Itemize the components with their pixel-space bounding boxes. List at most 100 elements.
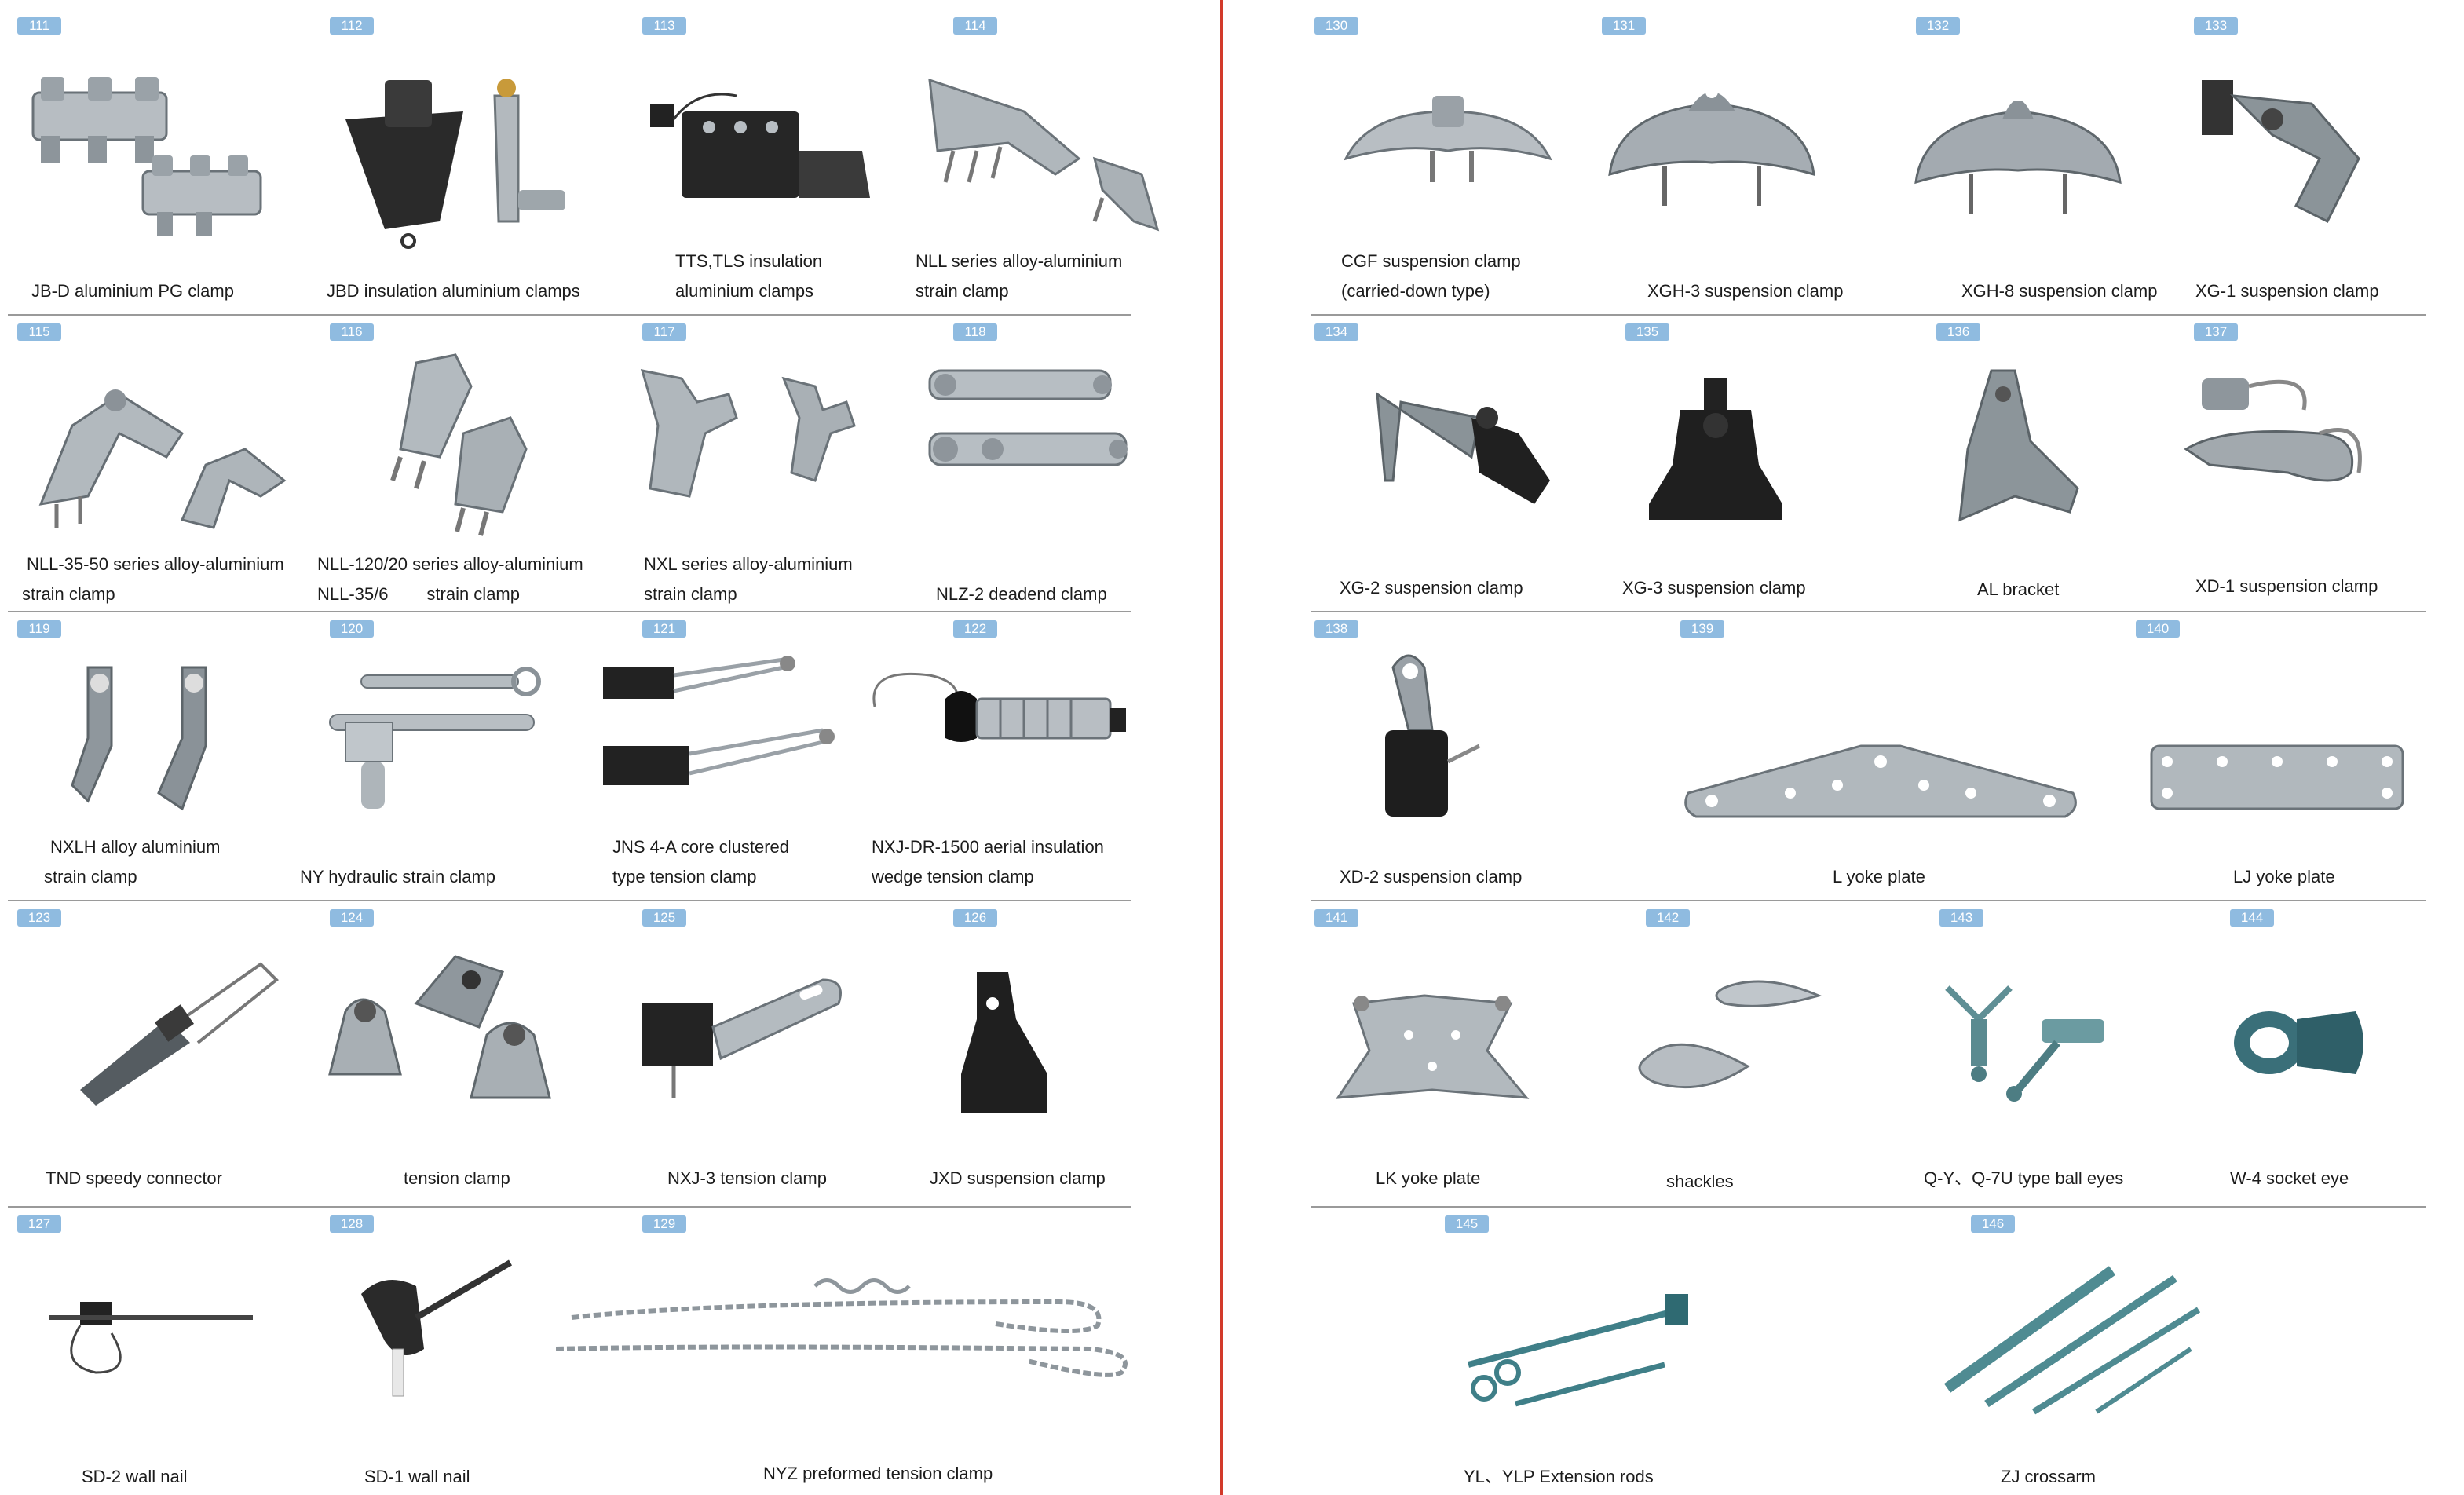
nxj-3-clamp-image bbox=[627, 964, 862, 1121]
sd-2-wall-nail-image bbox=[49, 1263, 269, 1388]
item-number-badge: 137 bbox=[2194, 323, 2238, 341]
tts-clamp-image bbox=[642, 64, 894, 245]
nlz-clamp-image bbox=[914, 347, 1150, 520]
xd-1-clamp-image bbox=[2178, 363, 2382, 504]
nxj-dr-clamp-image bbox=[859, 652, 1142, 793]
item-caption: NXJ-DR-1500 aerial insulation wedge tens… bbox=[872, 837, 1104, 886]
xg-1-clamp-image bbox=[2194, 64, 2382, 237]
zj-crossarm-image bbox=[1939, 1263, 2206, 1420]
item-number-badge: 132 bbox=[1916, 17, 1960, 35]
ny-clamp-image bbox=[314, 660, 565, 817]
item-number-badge: 139 bbox=[1680, 620, 1724, 638]
item-number-badge: 122 bbox=[953, 620, 997, 638]
item-caption: JXD suspension clamp bbox=[930, 1168, 1106, 1188]
item-number-badge: 120 bbox=[330, 620, 374, 638]
xgh-3-clamp-image bbox=[1602, 64, 1822, 221]
item-caption: NLL series alloy-aluminium strain clamp bbox=[916, 251, 1123, 301]
item-caption: XG-1 suspension clamp bbox=[2195, 281, 2379, 301]
tnd-connector-image bbox=[64, 949, 284, 1106]
insulation-clamp-image bbox=[330, 64, 581, 261]
item-number-badge: 113 bbox=[642, 17, 686, 35]
item-caption: SD-2 wall nail bbox=[82, 1467, 188, 1486]
sd-1-wall-nail-image bbox=[353, 1247, 542, 1404]
lk-yoke-plate-image bbox=[1330, 988, 1534, 1113]
nxl-clamp-image bbox=[611, 355, 878, 535]
item-caption: TTS,TLS insulation aluminium clamps bbox=[675, 251, 823, 301]
item-number-badge: 129 bbox=[642, 1215, 686, 1233]
item-caption: Q-Y、Q-7U type ball eyes bbox=[1924, 1168, 2124, 1188]
item-caption: tension clamp bbox=[404, 1168, 510, 1188]
item-caption: SD-1 wall nail bbox=[364, 1467, 470, 1486]
item-number-badge: 131 bbox=[1602, 17, 1646, 35]
item-caption: shackles bbox=[1666, 1172, 1734, 1191]
nll-clamp-image bbox=[906, 64, 1173, 245]
item-caption: ZJ crossarm bbox=[2001, 1467, 2096, 1486]
tension-clamp-image bbox=[314, 941, 565, 1113]
row-divider bbox=[8, 314, 1131, 316]
item-caption: LK yoke plate bbox=[1376, 1168, 1481, 1188]
item-caption: TND speedy connector bbox=[46, 1168, 222, 1188]
item-caption: XD-2 suspension clamp bbox=[1340, 867, 1523, 886]
jns-clamp-image bbox=[595, 636, 846, 809]
item-number-badge: 141 bbox=[1314, 909, 1358, 927]
item-caption: NLZ-2 deadend clamp bbox=[936, 584, 1107, 604]
socket-eye-image bbox=[2222, 980, 2379, 1106]
item-caption: AL bracket bbox=[1977, 579, 2060, 599]
item-caption: JB-D aluminium PG clamp bbox=[31, 281, 234, 301]
item-caption: NYZ preformed tension clamp bbox=[763, 1464, 993, 1483]
item-number-badge: 130 bbox=[1314, 17, 1358, 35]
item-caption: XG-2 suspension clamp bbox=[1340, 578, 1523, 598]
item-number-badge: 133 bbox=[2194, 17, 2238, 35]
item-number-badge: 118 bbox=[953, 323, 997, 341]
xd-2-clamp-image bbox=[1362, 644, 1503, 824]
item-number-badge: 119 bbox=[17, 620, 61, 638]
item-number-badge: 111 bbox=[17, 17, 61, 35]
item-number-badge: 112 bbox=[330, 17, 374, 35]
item-number-badge: 117 bbox=[642, 323, 686, 341]
l-yoke-plate-image bbox=[1680, 738, 2089, 832]
item-number-badge: 126 bbox=[953, 909, 997, 927]
xg-3-clamp-image bbox=[1641, 371, 1798, 528]
item-number-badge: 123 bbox=[17, 909, 61, 927]
row-divider bbox=[8, 611, 1131, 612]
item-number-badge: 125 bbox=[642, 909, 686, 927]
item-number-badge: 136 bbox=[1936, 323, 1980, 341]
item-caption: NXLH alloy aluminium strain clamp bbox=[44, 837, 221, 886]
nxlh-clamp-image bbox=[57, 652, 261, 824]
item-number-badge: 116 bbox=[330, 323, 374, 341]
row-divider bbox=[1311, 1206, 2426, 1208]
item-caption: XGH-3 suspension clamp bbox=[1647, 281, 1844, 301]
left-catalog-page: 111 JB-D aluminium PG clamp 112 bbox=[0, 0, 1160, 1495]
item-number-badge: 127 bbox=[17, 1215, 61, 1233]
item-caption: XGH-8 suspension clamp bbox=[1961, 281, 2158, 301]
item-caption: LJ yoke plate bbox=[2233, 867, 2335, 886]
item-number-badge: 140 bbox=[2136, 620, 2180, 638]
nyz-preformed-clamp-image bbox=[556, 1263, 1137, 1380]
lj-yoke-plate-image bbox=[2144, 738, 2411, 824]
item-caption: CGF suspension clamp (carried-down type) bbox=[1341, 251, 1521, 301]
al-bracket-image bbox=[1944, 363, 2101, 535]
item-number-badge: 138 bbox=[1314, 620, 1358, 638]
item-number-badge: 134 bbox=[1314, 323, 1358, 341]
item-caption: XG-3 suspension clamp bbox=[1622, 578, 1806, 598]
page-divider bbox=[1220, 0, 1223, 1495]
xgh-8-clamp-image bbox=[1908, 64, 2128, 229]
item-caption: NLL-35-50 series alloy-aluminium strain … bbox=[22, 554, 284, 604]
row-divider bbox=[1311, 314, 2426, 316]
item-caption: YL、YLP Extension rods bbox=[1464, 1467, 1654, 1486]
item-number-badge: 143 bbox=[1939, 909, 1983, 927]
ball-eyes-image bbox=[1932, 972, 2136, 1113]
shackles-image bbox=[1630, 964, 1834, 1121]
pg-clamp-image bbox=[25, 61, 276, 258]
item-number-badge: 128 bbox=[330, 1215, 374, 1233]
cgf-clamp-image bbox=[1338, 80, 1558, 206]
item-number-badge: 146 bbox=[1971, 1215, 2015, 1233]
item-number-badge: 145 bbox=[1445, 1215, 1489, 1233]
item-number-badge: 115 bbox=[17, 323, 61, 341]
item-number-badge: 135 bbox=[1625, 323, 1669, 341]
item-number-badge: 144 bbox=[2230, 909, 2274, 927]
item-number-badge: 121 bbox=[642, 620, 686, 638]
item-number-badge: 124 bbox=[330, 909, 374, 927]
item-caption: NXJ-3 tension clamp bbox=[667, 1168, 827, 1188]
item-caption: W-4 socket eye bbox=[2230, 1168, 2349, 1188]
